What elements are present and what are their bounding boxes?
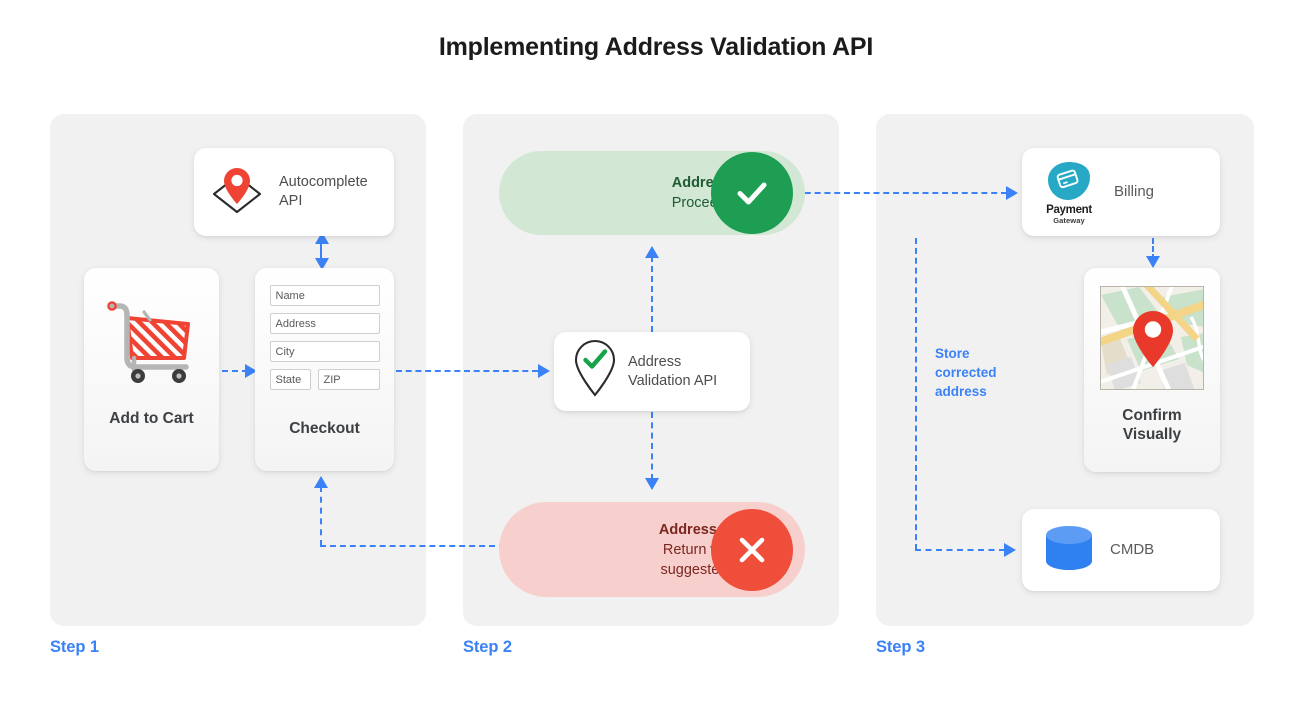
address-validation-api-label: Address Validation API bbox=[628, 353, 717, 390]
add-to-cart-label: Add to Cart bbox=[109, 410, 194, 427]
autocomplete-api-card[interactable]: Autocomplete API bbox=[194, 148, 394, 236]
cmdb-label: CMDB bbox=[1110, 541, 1155, 559]
city-field[interactable]: City bbox=[269, 341, 380, 362]
autocomplete-line2: API bbox=[279, 193, 303, 209]
confirm-visually-card[interactable]: Confirm Visually bbox=[1084, 268, 1220, 472]
autocomplete-api-label: Autocomplete API bbox=[279, 173, 368, 210]
address-field[interactable]: Address bbox=[269, 313, 380, 334]
state-field[interactable]: State bbox=[269, 369, 311, 390]
database-cylinder-icon bbox=[1042, 524, 1096, 577]
cmdb-card[interactable]: CMDB bbox=[1022, 509, 1220, 591]
add-to-cart-card[interactable]: Add to Cart bbox=[84, 268, 219, 471]
step-2-label: Step 2 bbox=[463, 638, 512, 656]
step-3-label: Step 3 bbox=[876, 638, 925, 656]
step-1-label: Step 1 bbox=[50, 638, 99, 656]
payment-logo-sub: Gateway bbox=[1053, 215, 1085, 225]
page-title: Implementing Address Validation API bbox=[438, 33, 874, 61]
store-note-line2: corrected bbox=[935, 365, 997, 381]
billing-label: Billing bbox=[1114, 183, 1155, 201]
validation-line1: Address bbox=[628, 353, 682, 370]
pin-with-check-icon bbox=[572, 338, 618, 405]
x-circle-icon bbox=[711, 509, 793, 591]
store-corrected-address-note: Store corrected address bbox=[935, 344, 1035, 401]
billing-card[interactable]: Payment Gateway Billing bbox=[1022, 148, 1220, 236]
check-circle-icon bbox=[711, 152, 793, 234]
address-validation-api-card[interactable]: Address Validation API bbox=[554, 332, 750, 411]
name-field[interactable]: Name bbox=[269, 285, 380, 306]
zip-field[interactable]: ZIP bbox=[317, 369, 380, 390]
store-note-line3: address bbox=[935, 384, 987, 400]
payment-logo-word: Payment bbox=[1046, 203, 1092, 216]
state-zip-row: State ZIP bbox=[269, 369, 380, 397]
checkout-card[interactable]: Name Address City State ZIP Checkout bbox=[255, 268, 394, 471]
map-thumbnail-icon bbox=[1100, 286, 1204, 390]
autocomplete-line1: Autocomplete bbox=[279, 174, 368, 191]
store-note-line1: Store bbox=[935, 346, 970, 361]
confirm-visually-label: Confirm Visually bbox=[1122, 406, 1181, 445]
validation-line2: Validation API bbox=[628, 372, 718, 389]
checkout-label: Checkout bbox=[289, 420, 360, 437]
shopping-cart-icon bbox=[100, 286, 204, 391]
payment-gateway-logo-icon: Payment Gateway bbox=[1036, 160, 1102, 225]
confirm-line2: Visually bbox=[1122, 426, 1182, 444]
map-pin-on-envelope-icon bbox=[206, 162, 268, 223]
confirm-line1: Confirm bbox=[1122, 407, 1182, 424]
